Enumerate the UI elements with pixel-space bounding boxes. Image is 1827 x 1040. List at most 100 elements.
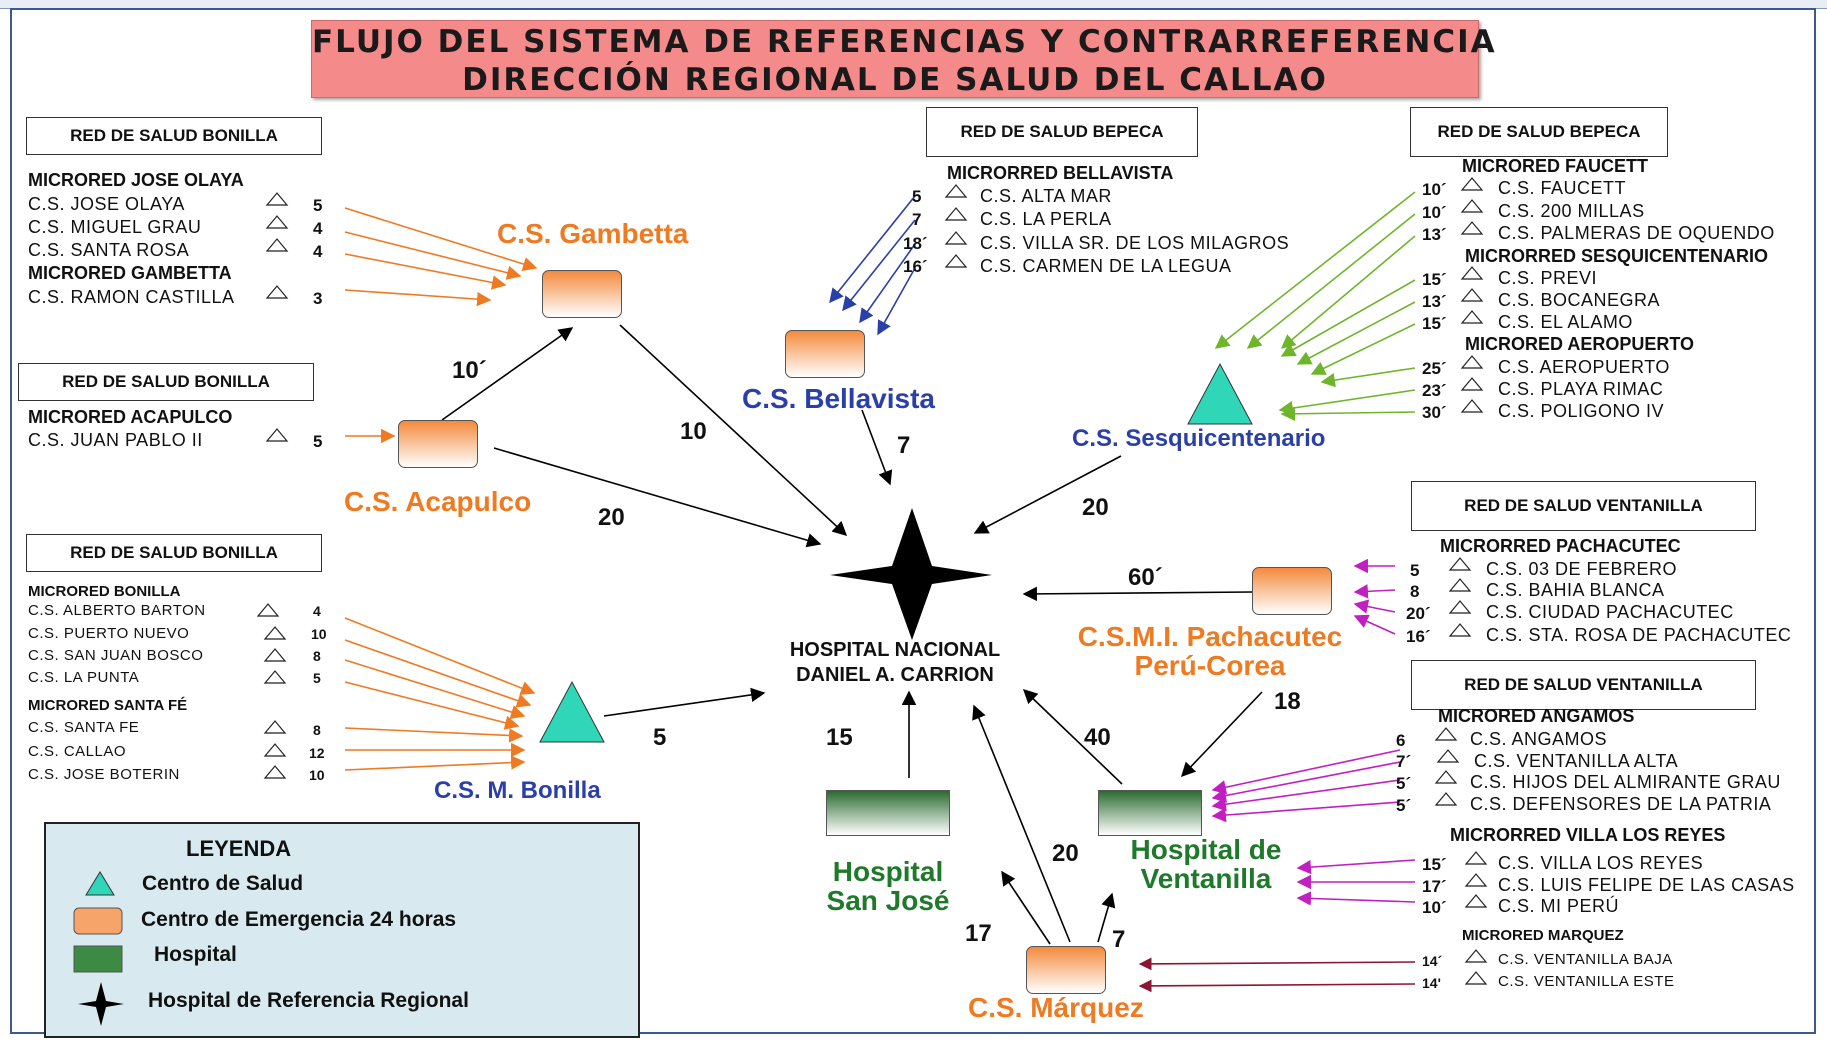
- microred-name: MICRORED GAMBETTA: [28, 263, 232, 283]
- node-label-ventanilla-line1: Hospital de: [1130, 834, 1282, 865]
- hub-star-icon: [830, 508, 992, 640]
- health-center-name: C.S. VILLA SR. DE LOS MILAGROS: [980, 233, 1290, 253]
- ventanilla-feeder-arrows: [1211, 749, 1416, 906]
- sesquicentenario-triangle-icon: [1187, 362, 1253, 425]
- legend: LEYENDA Centro de Salud Centro de Emerge…: [44, 822, 640, 1038]
- time-gambetta-hub: 10: [680, 418, 707, 445]
- health-center-name: C.S. VENTANILLA ALTA: [1474, 751, 1679, 771]
- diagram-title: FLUJO DEL SISTEMA DE REFERENCIAS Y CONTR…: [311, 20, 1497, 98]
- time-acapulco-gambetta: 10´: [452, 357, 487, 384]
- health-center-name: C.S. VENTANILLA BAJA: [1498, 951, 1673, 968]
- legend-referencia: Hospital de Referencia Regional: [148, 989, 469, 1012]
- node-label-sanjose-line2: San José: [826, 885, 950, 917]
- acapulco-emergency-box: [398, 420, 478, 468]
- gambetta-emergency-box: [542, 270, 622, 318]
- health-center-name: C.S. HIJOS DEL ALMIRANTE GRAU: [1470, 772, 1781, 792]
- health-center-name: C.S. 03 DE FEBRERO: [1486, 559, 1678, 579]
- transfer-arrows: [441, 324, 1263, 945]
- health-center-name: C.S. ANGAMOS: [1470, 729, 1608, 749]
- node-label-sanjose-line1: Hospital: [832, 856, 944, 887]
- travel-time: 15´: [1422, 855, 1447, 874]
- health-center-name: C.S. PLAYA RIMAC: [1498, 379, 1664, 399]
- travel-time: 7: [912, 210, 922, 229]
- bellavista-emergency-box: [785, 330, 865, 378]
- health-center-name: C.S. CARMEN DE LA LEGUA: [980, 256, 1232, 276]
- pachacutec-emergency-box: [1252, 567, 1332, 615]
- gambetta-feeder-arrows: [344, 207, 538, 444]
- legend-triangle-icon: [85, 871, 115, 896]
- travel-time: 4: [313, 242, 323, 261]
- health-center-name: C.S. SANTA ROSA: [28, 240, 190, 260]
- hub-label-line2: DANIEL A. CARRION: [796, 664, 994, 686]
- title-line-1: FLUJO DEL SISTEMA DE REFERENCIAS Y CONTR…: [312, 24, 1497, 60]
- travel-time: 8: [1410, 582, 1420, 601]
- time-sesqui-hub: 20: [1082, 494, 1109, 521]
- health-center-name: C.S. STA. ROSA DE PACHACUTEC: [1486, 625, 1792, 645]
- travel-time: 4: [313, 219, 323, 238]
- travel-time: 18´: [903, 234, 928, 253]
- health-center-name: C.S. LUIS FELIPE DE LAS CASAS: [1498, 875, 1795, 895]
- title-line-2: DIRECCIÓN REGIONAL DE SALUD DEL CALLAO: [462, 62, 1328, 98]
- travel-time: 5: [912, 187, 922, 206]
- travel-time: 5: [313, 670, 321, 686]
- hub-hospital-label: HOSPITAL NACIONAL DANIEL A. CARRION: [760, 638, 1030, 688]
- travel-time: 6: [1396, 731, 1406, 750]
- travel-time: 5´: [1396, 774, 1412, 793]
- travel-time: 5´: [1396, 796, 1412, 815]
- travel-time: 5: [313, 196, 323, 215]
- time-sanjose-hub: 15: [826, 724, 853, 751]
- network-label-bepeca-2: RED DE SALUD BEPECA: [1410, 107, 1668, 157]
- travel-time: 16´: [903, 257, 928, 276]
- microred-name: MICRORED JOSE OLAYA: [28, 170, 244, 190]
- time-pachacutec-ventanilla: 18: [1274, 688, 1301, 715]
- hospital-ventanilla-box: [1098, 790, 1202, 836]
- health-center-name: C.S. CIUDAD PACHACUTEC: [1486, 602, 1734, 622]
- legend-emergency-icon: [73, 907, 123, 935]
- health-center-name: C.S. BAHIA BLANCA: [1486, 580, 1665, 600]
- network-label-bepeca-1: RED DE SALUD BEPECA: [926, 107, 1198, 157]
- travel-time: 5: [1410, 561, 1420, 580]
- node-label-sesquicentenario: C.S. Sesquicentenario: [1072, 425, 1326, 452]
- travel-time: 13´: [1422, 292, 1447, 311]
- travel-time: 3: [313, 289, 323, 308]
- travel-time: 10: [309, 767, 325, 783]
- sesqui-feeder-arrows: [1214, 191, 1416, 422]
- legend-star-icon: [78, 982, 124, 1026]
- marquez-feeder-arrows: [1138, 957, 1416, 993]
- network-label-bonilla-1: RED DE SALUD BONILLA: [26, 117, 322, 155]
- hub-label-line1: HOSPITAL NACIONAL: [789, 639, 1001, 661]
- health-center-name: C.S. PALMERAS DE OQUENDO: [1498, 223, 1775, 243]
- microred-name: MICRORED ACAPULCO: [28, 407, 233, 427]
- health-center-name: C.S. VENTANILLA ESTE: [1498, 973, 1675, 990]
- microred-name: MICRORED BONILLA: [28, 583, 181, 600]
- microred-name: MICRORED ANGAMOS: [1438, 706, 1635, 726]
- network-label-bonilla-2: RED DE SALUD BONILLA: [18, 363, 314, 401]
- travel-time: 17´: [1422, 877, 1447, 896]
- time-ventanilla-hub: 40: [1084, 724, 1111, 751]
- legend-centro-salud: Centro de Salud: [142, 872, 304, 895]
- health-center-name: C.S. LA PUNTA: [28, 669, 140, 686]
- node-label-gambetta: C.S. Gambetta: [497, 218, 689, 249]
- legend-hospital: Hospital: [154, 943, 237, 966]
- health-center-name: C.S. JUAN PABLO II: [28, 430, 203, 450]
- node-label-ventanilla-line2: Ventanilla: [1140, 863, 1272, 895]
- travel-time: 15´: [1422, 314, 1447, 333]
- node-label-pachacutec-line1: C.S.M.I. Pachacutec: [1077, 621, 1343, 652]
- node-label-hospital-ventanilla: Hospital de Ventanilla: [1108, 835, 1304, 894]
- bellavista-feeder-arrows: [829, 195, 916, 336]
- time-pachacutec-hub: 60´: [1128, 564, 1163, 591]
- travel-time: 20´: [1406, 604, 1431, 623]
- health-center-name: C.S. RAMON CASTILLA: [28, 287, 235, 307]
- health-center-name: C.S. SAN JUAN BOSCO: [28, 647, 204, 664]
- time-marquez-ventanilla: 7: [1112, 926, 1126, 953]
- travel-time: 4: [313, 603, 321, 619]
- legend-symbols: [73, 871, 124, 1026]
- triangle-marker-icons: [256, 177, 1488, 985]
- health-center-name: C.S. PREVI: [1498, 268, 1598, 288]
- travel-time: 25´: [1422, 359, 1447, 378]
- health-center-name: C.S. ALTA MAR: [980, 186, 1112, 206]
- health-center-name: C.S. EL ALAMO: [1498, 312, 1633, 332]
- microred-name: MICRORED MARQUEZ: [1462, 927, 1624, 944]
- travel-time: 16´: [1406, 627, 1431, 646]
